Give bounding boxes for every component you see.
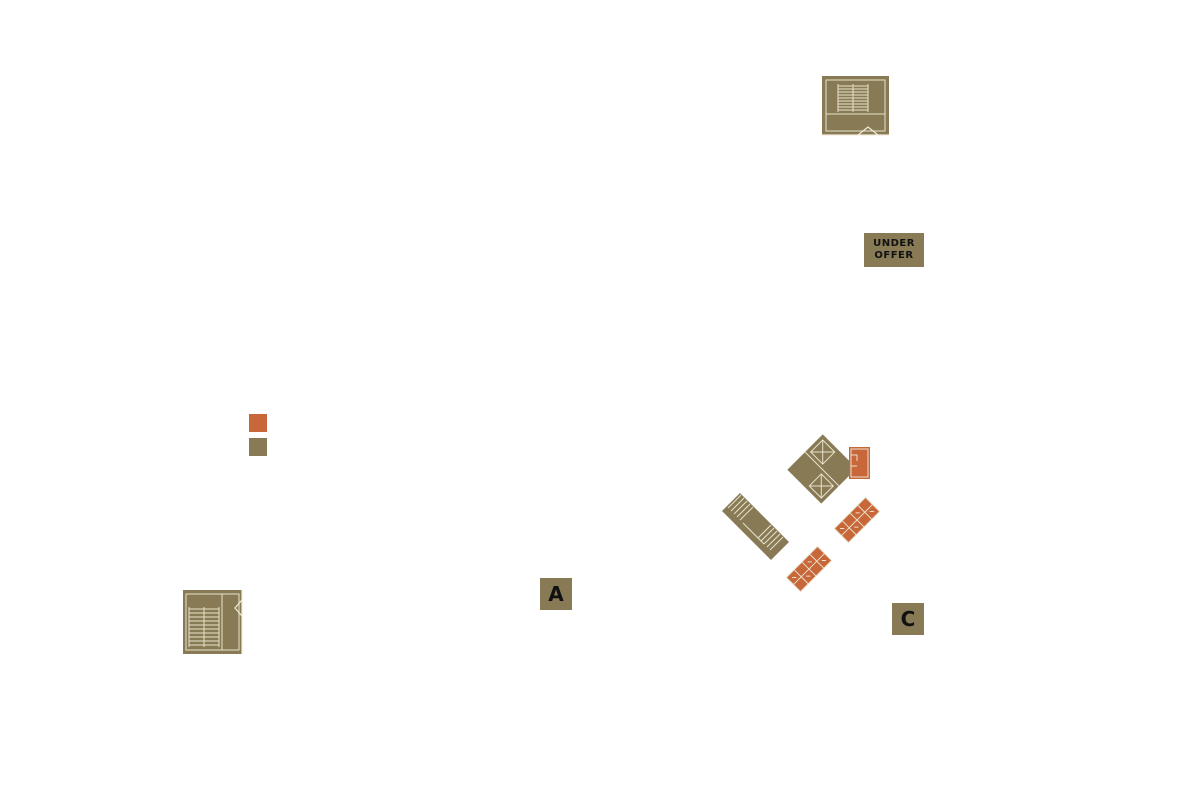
unit-row-lower xyxy=(785,545,833,593)
lift-core xyxy=(787,434,857,504)
block-a-label: A xyxy=(540,578,572,610)
unit-small xyxy=(849,447,870,479)
under-offer-line2: OFFER xyxy=(874,250,914,261)
l-shaped-stair xyxy=(722,493,789,560)
under-offer-line1: UNDER xyxy=(873,238,915,249)
under-offer-badge: UNDER OFFER xyxy=(864,233,924,267)
stair-core-left xyxy=(183,590,243,654)
block-c-label: C xyxy=(892,603,924,635)
under-offer-swatch xyxy=(249,438,267,456)
stair-core-top xyxy=(822,76,889,136)
unit-row-upper xyxy=(833,496,881,544)
available-swatch xyxy=(249,414,267,432)
